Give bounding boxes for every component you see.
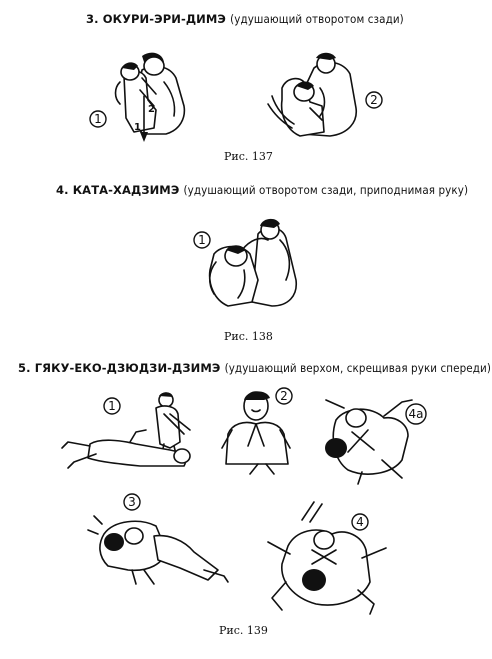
- figure-139-step-2-illustration: 2: [218, 384, 308, 476]
- section-5-number: 5.: [18, 361, 31, 375]
- section-3-title: ОКУРИ-ЭРИ-ДИМЭ: [102, 12, 226, 26]
- figure-139-step-3-marker: 3: [124, 494, 140, 510]
- section-5-subtitle: (удушающий верхом, скрещивая руки сперед…: [224, 361, 491, 375]
- section-3-heading: 3. ОКУРИ-ЭРИ-ДИМЭ (удушающий отворотом с…: [86, 12, 404, 26]
- figure-137-arrow-2-label: 2: [148, 104, 155, 115]
- figure-139-step-1-illustration: 1: [60, 392, 210, 482]
- figure-139-step-4a-marker: 4а: [406, 404, 426, 424]
- figure-139-caption: Рис. 139: [219, 624, 268, 637]
- figure-138-illustration: 1: [186, 218, 316, 320]
- figure-139-step-4a-illustration: 4а: [325, 390, 432, 486]
- svg-text:1: 1: [198, 233, 206, 247]
- figure-139-step-1-marker: 1: [104, 398, 120, 414]
- svg-text:1: 1: [94, 112, 102, 126]
- svg-text:4а: 4а: [409, 407, 424, 421]
- svg-text:1: 1: [108, 399, 116, 413]
- figure-137-step-2-illustration: 2: [264, 52, 394, 148]
- section-4-heading: 4. КАТА-ХАДЗИМЭ (удушающий отворотом сза…: [56, 183, 468, 197]
- svg-text:2: 2: [280, 389, 288, 403]
- svg-text:2: 2: [370, 93, 378, 107]
- figure-137-step-1-illustration: 1 2 1: [84, 52, 199, 142]
- section-3-number: 3.: [86, 12, 99, 26]
- figure-139-step-4-marker: 4: [352, 514, 368, 530]
- figure-137-step-2-marker: 2: [366, 92, 382, 108]
- section-4-subtitle: (удушающий отворотом сзади, приподнимая …: [183, 183, 469, 197]
- figure-137-step-1-marker: 1: [90, 111, 106, 127]
- figure-138-caption: Рис. 138: [224, 330, 273, 343]
- figure-137-caption: Рис. 137: [224, 150, 273, 163]
- figure-139-step-3-illustration: 3: [84, 490, 234, 590]
- section-4-title: КАТА-ХАДЗИМЭ: [72, 183, 180, 197]
- svg-text:3: 3: [128, 495, 136, 509]
- figure-139-step-2-marker: 2: [276, 388, 292, 404]
- section-5-title: ГЯКУ-ЕКО-ДЗЮДЗИ-ДЗИМЭ: [34, 361, 221, 375]
- section-3-subtitle: (удушающий отворотом сзади): [230, 12, 404, 26]
- figure-138-step-1-marker: 1: [194, 232, 210, 248]
- section-4-number: 4.: [56, 183, 69, 197]
- figure-137-arrow-1-label: 1: [134, 122, 141, 133]
- figure-139-step-4-illustration: 4: [262, 498, 402, 616]
- svg-text:4: 4: [356, 515, 364, 529]
- section-5-heading: 5. ГЯКУ-ЕКО-ДЗЮДЗИ-ДЗИМЭ (удушающий верх…: [18, 361, 491, 375]
